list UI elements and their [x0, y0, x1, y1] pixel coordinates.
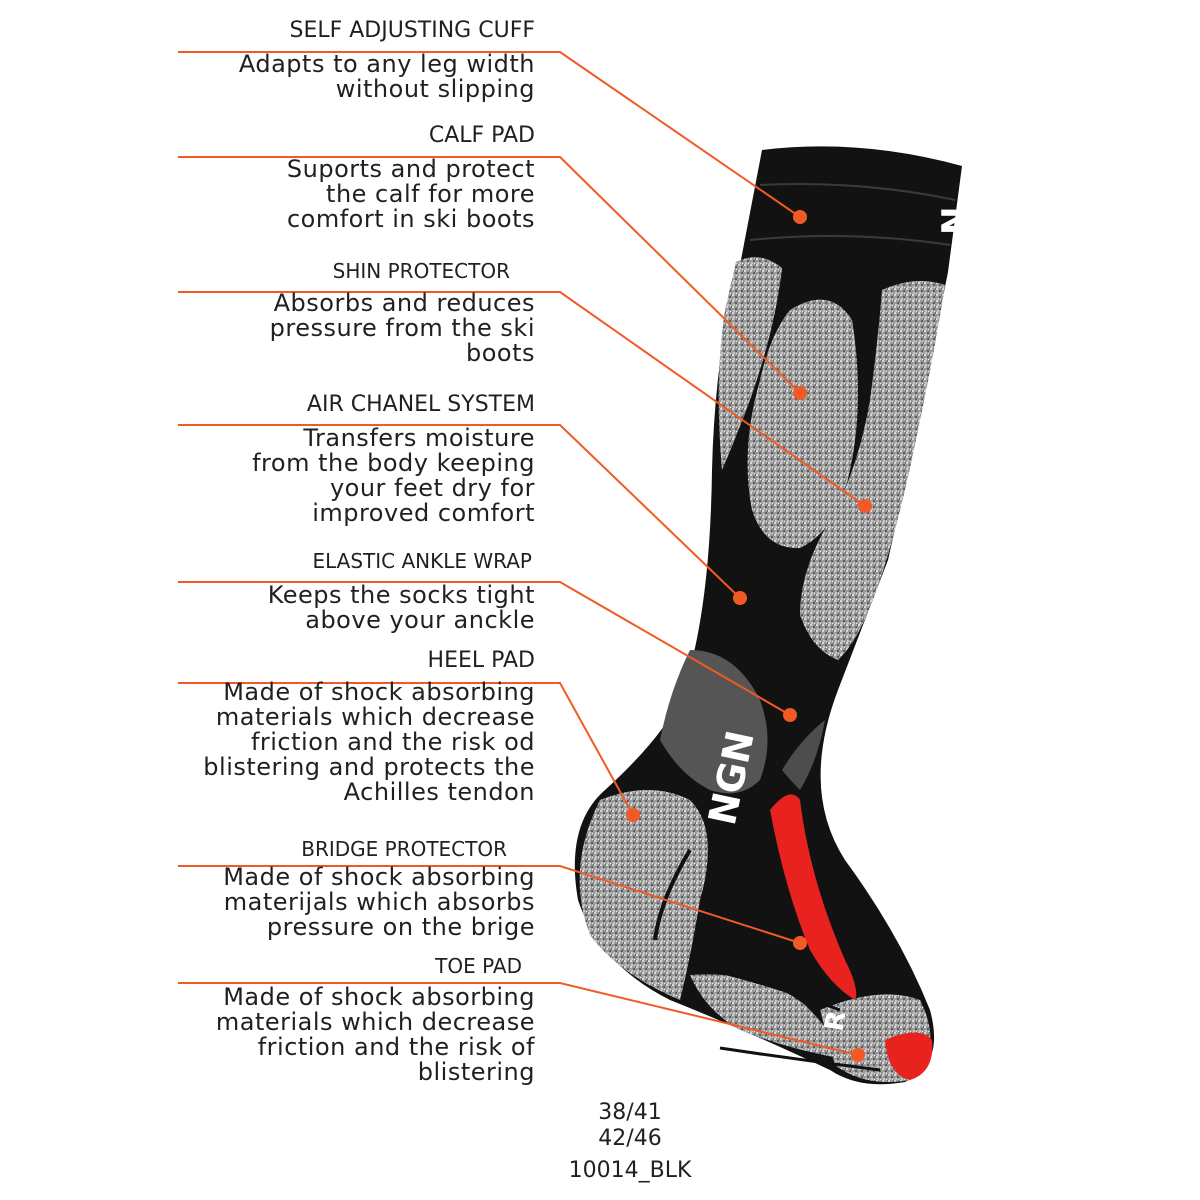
marker-dot	[793, 210, 807, 224]
marker-dot	[851, 1048, 865, 1062]
feature-desc-line: materials which decrease	[215, 703, 535, 731]
calf-pad	[718, 257, 782, 470]
size-label: 42/46	[598, 1126, 662, 1151]
feature-desc-line: Made of shock absorbing	[223, 678, 535, 706]
feature-desc-line: above your anckle	[305, 606, 535, 634]
feature-heel-pad: HEEL PAD Made of shock absorbing materia…	[203, 648, 535, 805]
feature-title: HEEL PAD	[427, 648, 535, 673]
feature-desc-line: friction and the risk od	[250, 728, 535, 756]
red-toe	[885, 1032, 933, 1080]
feature-title: CALF PAD	[428, 123, 535, 148]
leader-calf-pad	[178, 156, 801, 394]
marker-dot	[793, 386, 807, 400]
leader-air-chanel-system	[178, 424, 741, 599]
feature-desc-line: Made of shock absorbing	[223, 863, 535, 891]
feature-desc-line: Keeps the socks tight	[267, 581, 535, 609]
feature-title: AIR CHANEL SYSTEM	[306, 392, 535, 417]
feature-desc-line: boots	[465, 339, 535, 367]
feature-desc-line: pressure on the brige	[266, 913, 535, 941]
feature-desc-line: comfort in ski boots	[286, 205, 535, 233]
feature-bridge-protector-desc: Made of shock absorbing materijals which…	[223, 865, 535, 940]
feature-desc-line: Transfers moisture	[303, 424, 535, 452]
feature-desc-line: Achilles tendon	[343, 778, 535, 806]
feature-desc-line: Absorbs and reduces	[273, 289, 535, 317]
feature-desc-line: Made of shock absorbing	[223, 983, 535, 1011]
leader-self-adjusting-cuff	[178, 51, 801, 218]
feature-desc-line: from the body keeping	[252, 449, 535, 477]
feature-desc-line: your feet dry for	[329, 474, 535, 502]
size-label: 38/41	[598, 1100, 662, 1125]
feature-air-chanel-system: AIR CHANEL SYSTEM Transfers moisture fro…	[252, 392, 535, 526]
feature-title: SELF ADJUSTING CUFF	[289, 18, 535, 43]
feature-title: TOE PAD	[435, 954, 522, 978]
size-and-code: 38/41 42/46 10014_BLK	[560, 1100, 700, 1184]
leader-toe-pad	[178, 982, 859, 1056]
feature-toe-pad: TOE PAD	[435, 953, 522, 979]
heel-pad	[579, 790, 708, 1000]
feature-desc-line: improved comfort	[312, 499, 535, 527]
feature-elastic-ankle-wrap-desc: Keeps the socks tight above your anckle	[268, 583, 535, 633]
leader-elastic-ankle-wrap	[178, 581, 791, 716]
leader-heel-pad	[178, 682, 634, 816]
leader-shin-protector	[178, 291, 866, 507]
feature-desc-line: friction and the risk of	[257, 1033, 535, 1061]
feature-title: ELASTIC ANKLE WRAP	[312, 549, 532, 573]
feature-calf-pad: CALF PAD Suports and protect the calf fo…	[287, 123, 535, 232]
feature-desc-line: materijals which absorbs	[223, 888, 535, 916]
ankle-wrap	[782, 720, 825, 790]
red-insert	[770, 794, 857, 1000]
shin-pad-inner	[747, 299, 859, 549]
feature-desc-line: materials which decrease	[215, 1008, 535, 1036]
feature-desc-line: Adapts to any leg width	[238, 50, 535, 78]
feature-elastic-ankle-wrap: ELASTIC ANKLE WRAP	[312, 548, 532, 574]
feature-desc-line: Suports and protect	[286, 155, 535, 183]
feature-title: BRIDGE PROTECTOR	[301, 837, 507, 861]
marker-dot	[793, 936, 807, 950]
feature-desc-line: without slipping	[335, 75, 535, 103]
feature-shin-protector: SHIN PROTECTOR	[333, 258, 510, 284]
marker-dot	[858, 499, 872, 513]
shin-pad-outer	[800, 281, 945, 660]
feature-desc-line: blistering	[417, 1058, 535, 1086]
feature-self-adjusting-cuff: SELF ADJUSTING CUFF Adapts to any leg wi…	[239, 18, 535, 102]
feature-desc-line: the calf for more	[326, 180, 535, 208]
marker-dot	[733, 591, 747, 605]
feature-title: SHIN PROTECTOR	[332, 259, 510, 283]
feature-desc-line: blistering and protects the	[203, 753, 535, 781]
leader-bridge-protector	[178, 865, 801, 944]
feature-toe-pad-desc: Made of shock absorbing materials which …	[216, 985, 535, 1085]
bridge-pad	[690, 974, 850, 1060]
feature-shin-protector-desc: Absorbs and reduces pressure from the sk…	[270, 291, 535, 366]
feature-desc-line: pressure from the ski	[269, 314, 535, 342]
feature-bridge-protector: BRIDGE PROTECTOR	[301, 836, 507, 862]
marker-dot	[783, 708, 797, 722]
marker-dot	[626, 808, 640, 822]
product-code: 10014_BLK	[568, 1158, 692, 1183]
